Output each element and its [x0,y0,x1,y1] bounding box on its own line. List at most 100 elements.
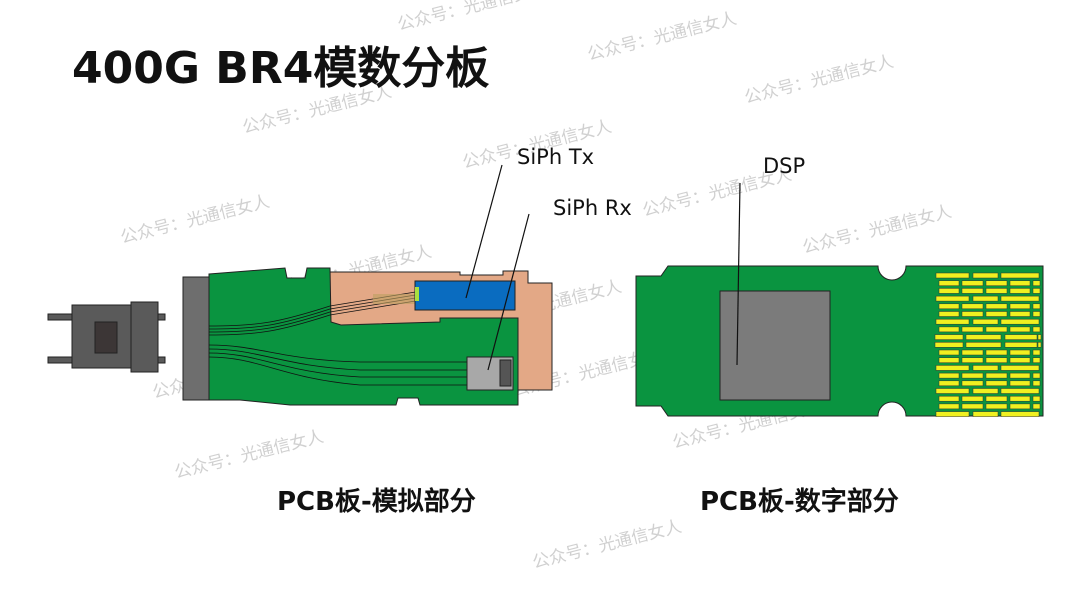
gold-finger-pad [938,357,960,363]
gold-finger-pad [935,365,970,371]
gold-finger-pad [1032,280,1041,286]
gold-finger-pad [965,334,1002,340]
dsp-leader-line [736,182,741,366]
gold-finger-pad [1009,288,1031,294]
gold-finger-pad [1009,357,1031,363]
pcb-green [208,267,519,406]
gold-finger-pad [972,411,999,417]
gold-finger-pad [961,349,984,356]
gold-finger-pad [1009,380,1031,387]
gold-finger-pad [938,403,960,410]
gold-finger-pad [938,311,960,317]
gold-finger-pad [938,280,960,286]
gold-finger-pad [985,357,1008,363]
gold-finger-pad [938,326,960,333]
label-siph-tx: SiPh Tx [517,145,595,169]
gold-finger-pad [985,349,1008,356]
gold-finger-pad [938,395,960,402]
gold-finger-pad [961,372,984,379]
caption-digital: PCB板-数字部分 [700,487,899,517]
gold-finger-pad [1032,303,1041,310]
gold-finger-pad [1032,288,1041,294]
gold-finger-pad [1032,326,1041,333]
analog-pcb [182,164,553,406]
gold-finger-pad [961,311,984,317]
digital-pcb [635,182,1044,417]
gold-finger-pad [985,326,1008,333]
gold-finger-pad [938,372,960,379]
gold-finger-pad [1032,380,1041,387]
gold-finger-pad [938,303,960,310]
gold-finger-pad [961,288,984,294]
gold-finger-pad [972,365,999,371]
gold-finger-pad [972,388,999,394]
gold-finger-pad [938,380,960,387]
gold-finger-pad [1000,318,1040,325]
gold-finger-pad [1000,272,1040,279]
gold-finger-pad [961,380,984,387]
gold-finger-pad [1032,311,1041,317]
gold-finger-pad [935,318,970,325]
gold-finger-pad [1009,403,1031,410]
gold-finger-pad [961,326,984,333]
gold-finger-pad [985,395,1008,402]
rx-leader-line [487,213,530,371]
gold-finger-pad [1009,395,1031,402]
gold-finger-pad [985,311,1008,317]
gold-finger-pad [972,318,999,325]
gold-finger-pad [961,403,984,410]
gold-finger-pad [935,411,970,417]
gold-finger-pad [985,380,1008,387]
gold-finger-pad [1032,395,1041,402]
gold-finger-pad [934,342,964,348]
gold-finger-pad [1009,311,1031,317]
gold-finger-pad [1000,388,1040,394]
gold-finger-pad [985,280,1008,286]
gold-finger-pad [1032,349,1041,356]
caption-analog: PCB板-模拟部分 [277,487,476,517]
tx-leader-line [465,164,503,299]
gold-finger-pad [935,295,970,302]
gold-finger-pad [985,303,1008,310]
housing-block [182,276,210,401]
gold-finger-pad [938,288,960,294]
gold-finger-pad [1037,334,1042,340]
gold-finger-pad [935,388,970,394]
page-title: 400G BR4模数分板 [72,43,490,94]
tx-coupler [415,287,419,301]
gold-finger-pad [1000,365,1040,371]
gold-finger-pad [965,342,1002,348]
gold-finger-pad [961,357,984,363]
gold-finger-pad [1009,326,1031,333]
gold-finger-pad [961,280,984,286]
gold-finger-pad [1000,295,1040,302]
gold-finger-pad [972,272,999,279]
gold-finger-pad [1037,342,1042,348]
gold-finger-pad [972,295,999,302]
gold-finger-pad [1032,403,1041,410]
gold-finger-pad [1009,280,1031,286]
gold-finger-pad [1009,349,1031,356]
gold-finger-pad [985,288,1008,294]
gold-finger-pad [961,395,984,402]
gold-finger-pad [1004,334,1038,340]
tx-traces [208,287,441,336]
gold-finger-pad [1009,372,1031,379]
gold-fingers [934,272,1042,417]
gold-finger-pad [1009,303,1031,310]
gold-finger-pad [935,272,970,279]
gold-finger-pad [985,403,1008,410]
gold-finger-pad [1032,357,1041,363]
gold-finger-pad [938,349,960,356]
dsp-chip [719,290,831,401]
gold-finger-pad [1004,342,1038,348]
gold-finger-pad [1000,411,1040,417]
gold-finger-pad [985,372,1008,379]
gold-finger-pad [1032,372,1041,379]
rx-traces [208,344,470,386]
label-siph-rx: SiPh Rx [553,196,632,220]
gold-finger-pad [961,303,984,310]
optical-connector [47,301,166,373]
label-dsp: DSP [763,154,806,178]
